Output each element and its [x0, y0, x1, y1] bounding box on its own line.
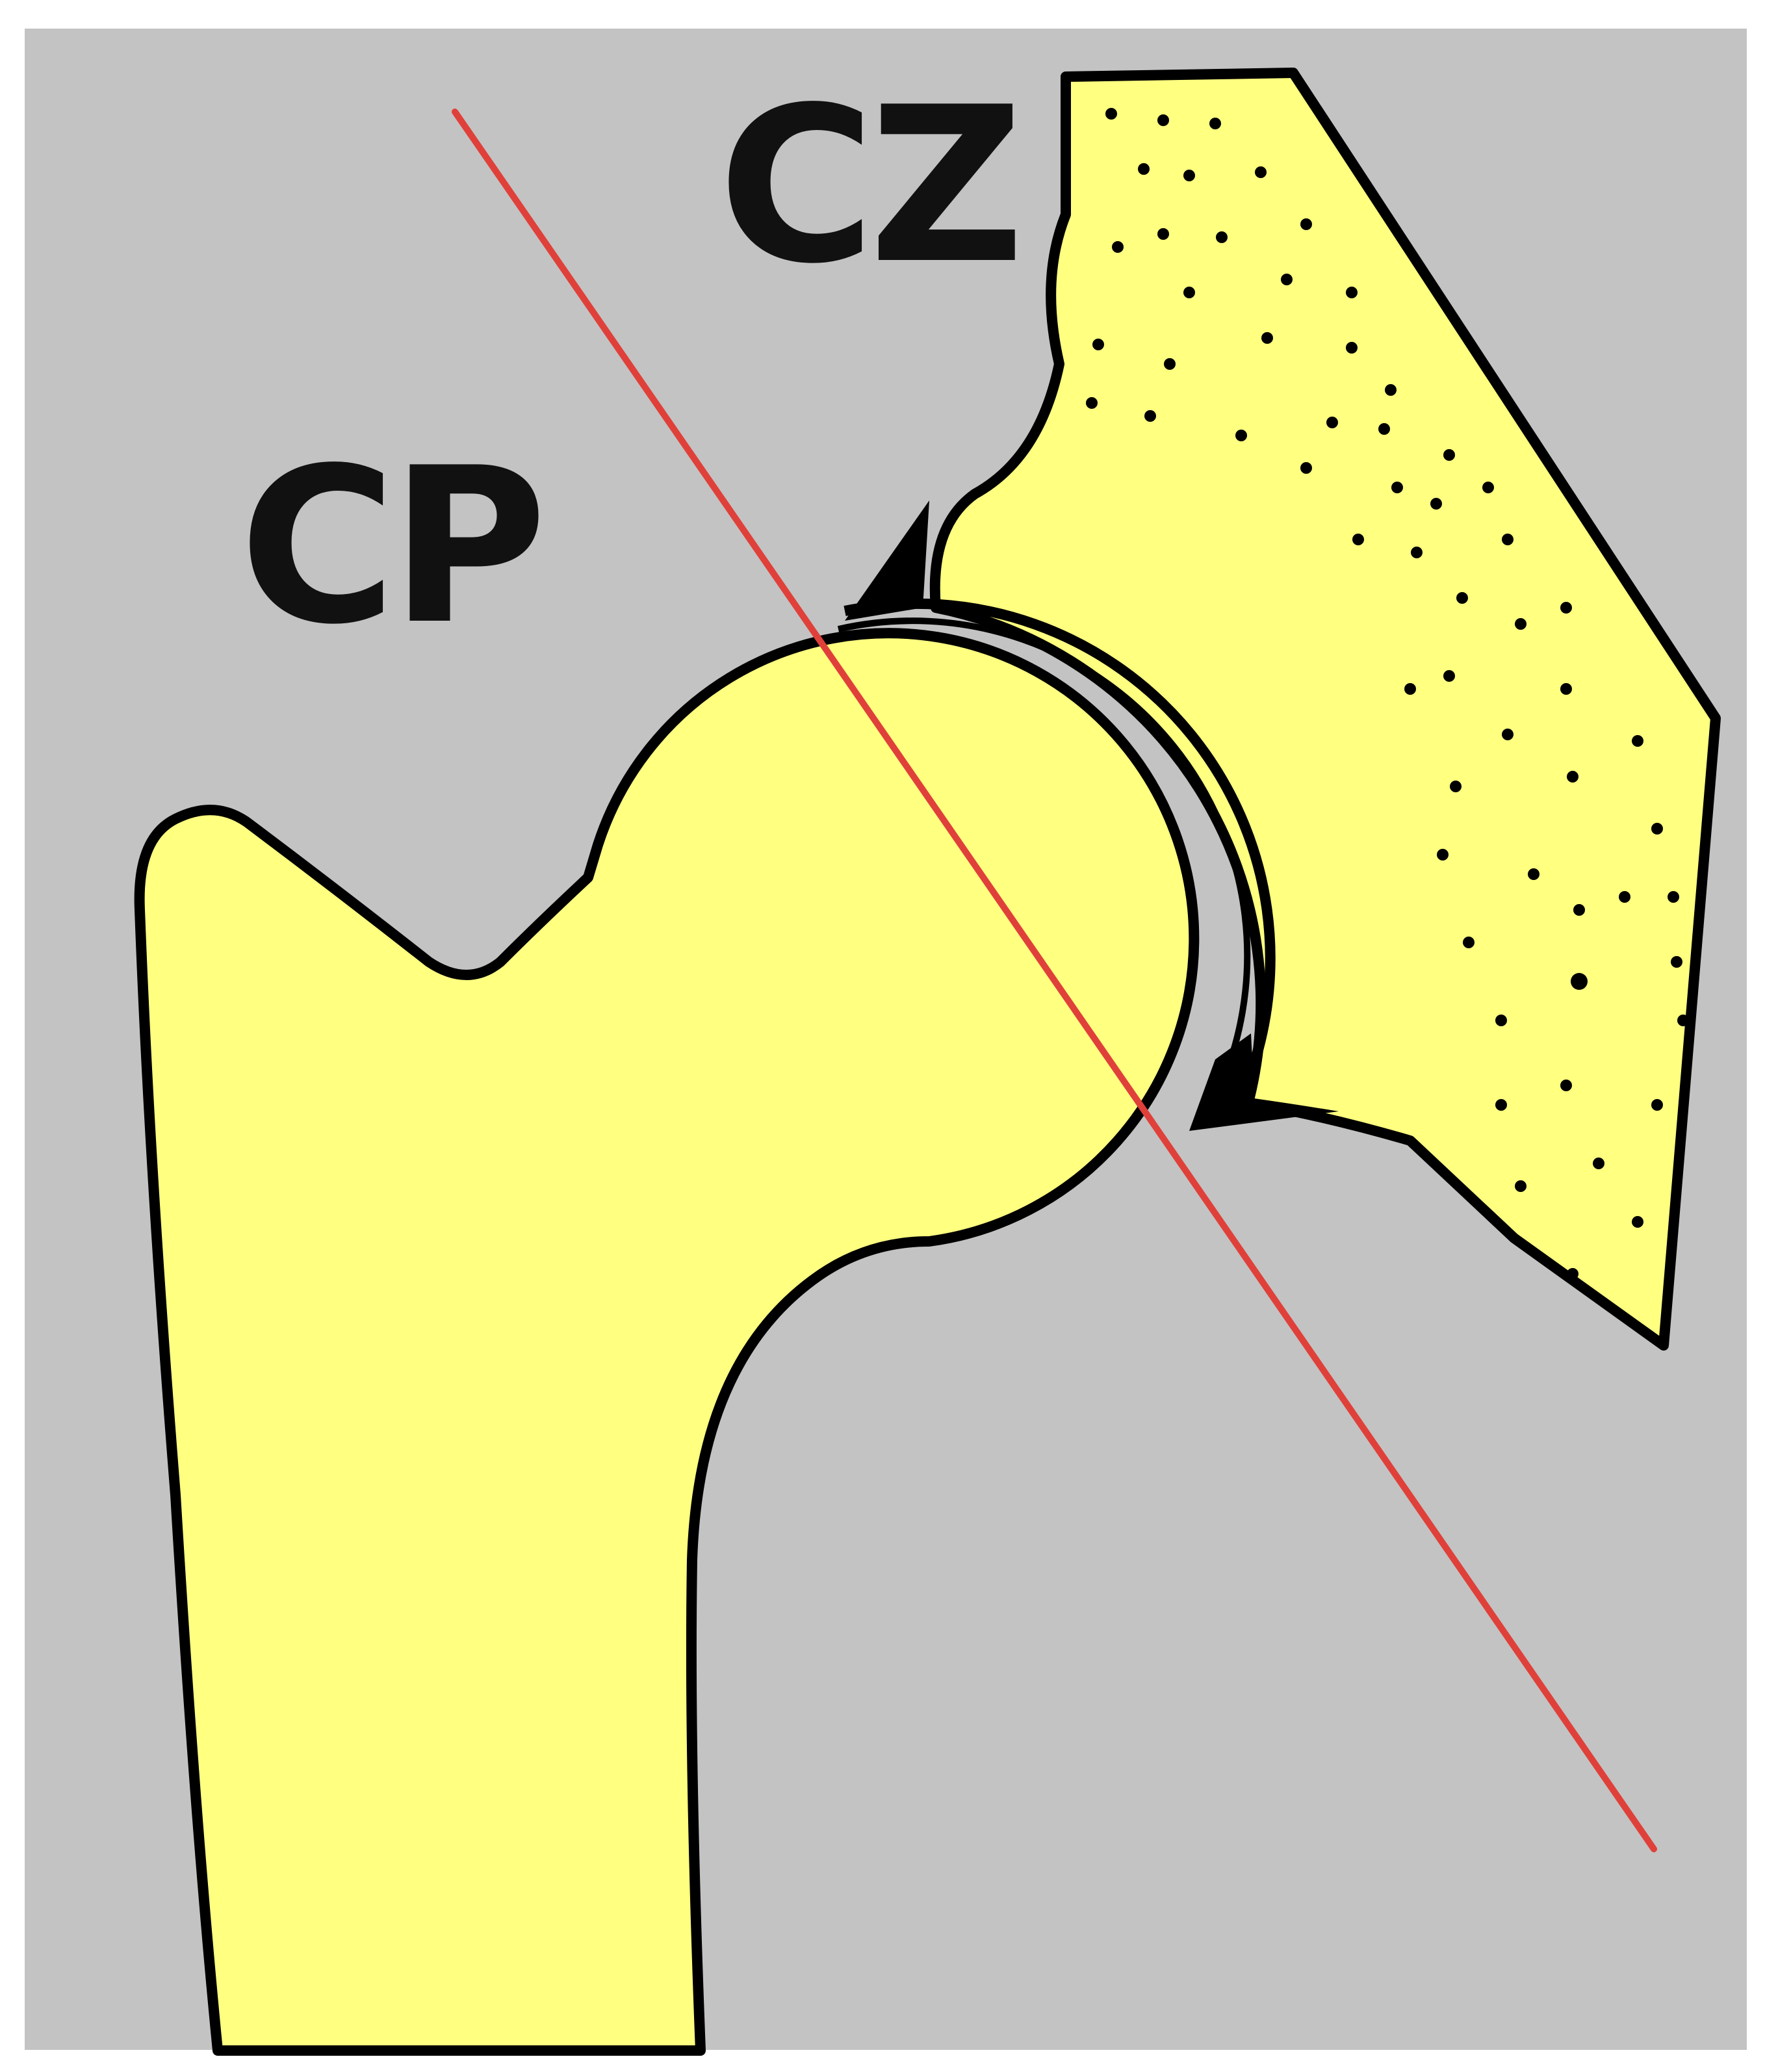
label-cp: CP: [239, 422, 541, 671]
label-cz: CZ: [718, 61, 1018, 311]
